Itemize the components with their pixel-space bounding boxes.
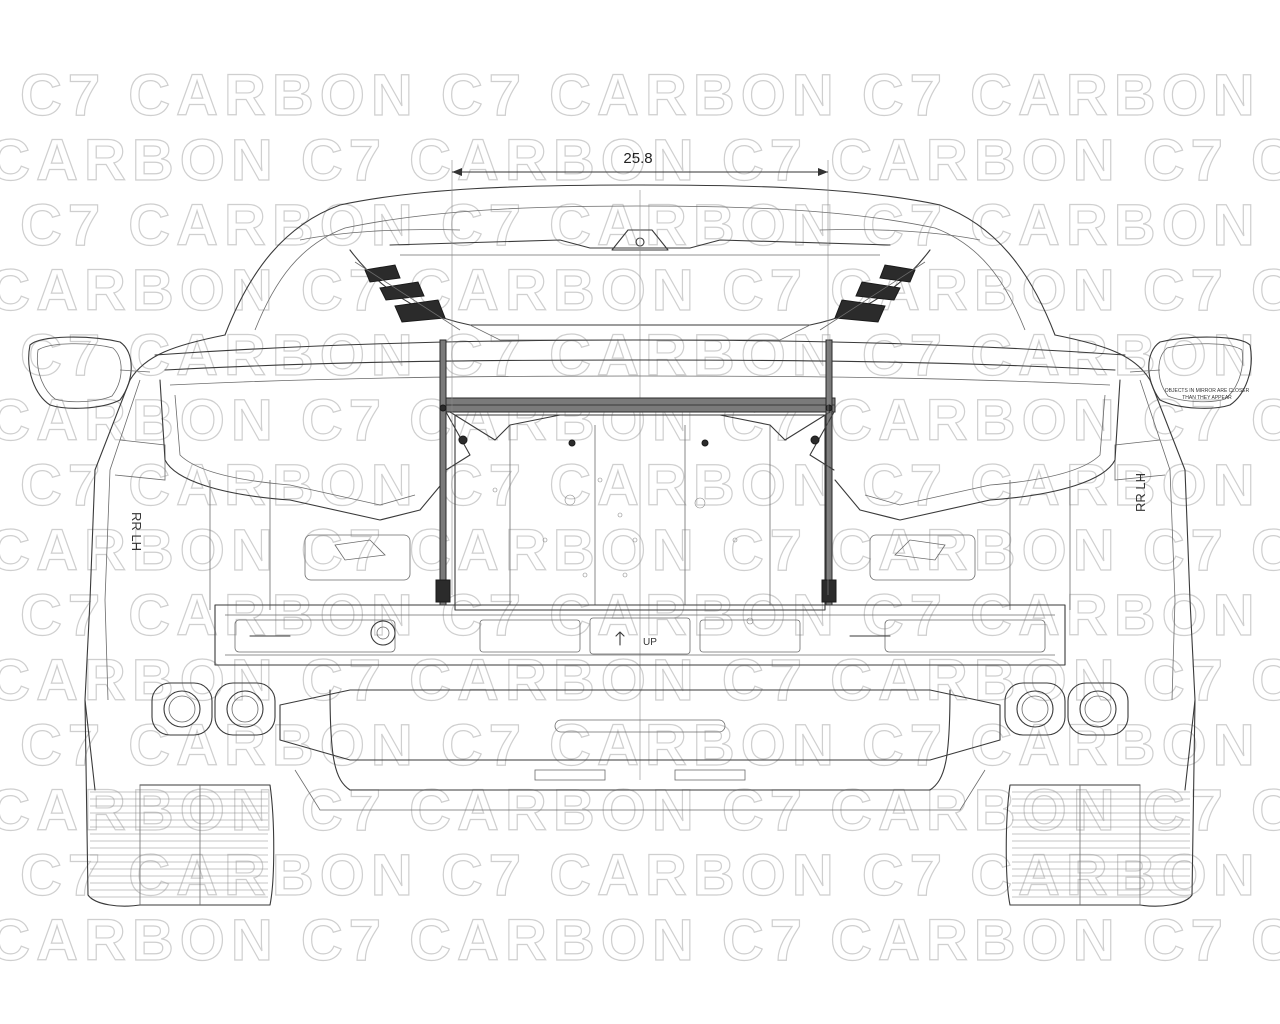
watermark-text: C7 CARBON C7 CARBON C7 CARBON C7 CARBON (20, 323, 1280, 388)
left-tire (84, 699, 275, 907)
watermark-text: C7 CARBON C7 CARBON C7 CARBON C7 CARBON (20, 713, 1280, 778)
mirror-warning-text: OBJECTS IN MIRROR ARE CLOSER (1165, 388, 1250, 394)
watermark-text: C7 CARBON C7 CARBON C7 CARBON C7 CARBON (0, 778, 1280, 843)
right-vents (819, 261, 926, 331)
right-tire (1005, 699, 1196, 907)
watermark-text: C7 CARBON C7 CARBON C7 CARBON C7 CARBON (0, 908, 1280, 973)
dimension-annotation: 25.8 (451, 150, 829, 595)
right-exhaust (1004, 682, 1129, 736)
dimension-value: 25.8 (623, 150, 652, 167)
muffler (279, 689, 1001, 811)
left-vents (354, 261, 461, 331)
right-mirror: OBJECTS IN MIRROR ARE CLOSER THAN THEY A… (1129, 336, 1252, 409)
watermark-text: C7 CARBON C7 CARBON C7 CARBON C7 CARBON (20, 453, 1280, 518)
rear-deck (154, 339, 1126, 521)
watermark-text: C7 CARBON C7 CARBON C7 CARBON C7 CARBON (20, 843, 1280, 908)
left-tail-label: RR LH (129, 512, 144, 551)
left-mirror (28, 336, 151, 409)
side-panels (84, 334, 1196, 791)
mirror-warning-text-2: THAN THEY APPEAR (1182, 395, 1232, 401)
watermark-text: C7 CARBON C7 CARBON C7 CARBON C7 CARBON (0, 128, 1280, 193)
car-body-outline (224, 184, 1056, 780)
watermark-text: C7 CARBON C7 CARBON C7 CARBON C7 CARBON (20, 63, 1280, 128)
rear-structure (209, 414, 1071, 611)
right-tail-label: RR LH (1133, 473, 1148, 512)
bumper-beam: UP (214, 604, 1066, 666)
up-marker-label: UP (643, 637, 657, 648)
left-exhaust (151, 682, 276, 736)
